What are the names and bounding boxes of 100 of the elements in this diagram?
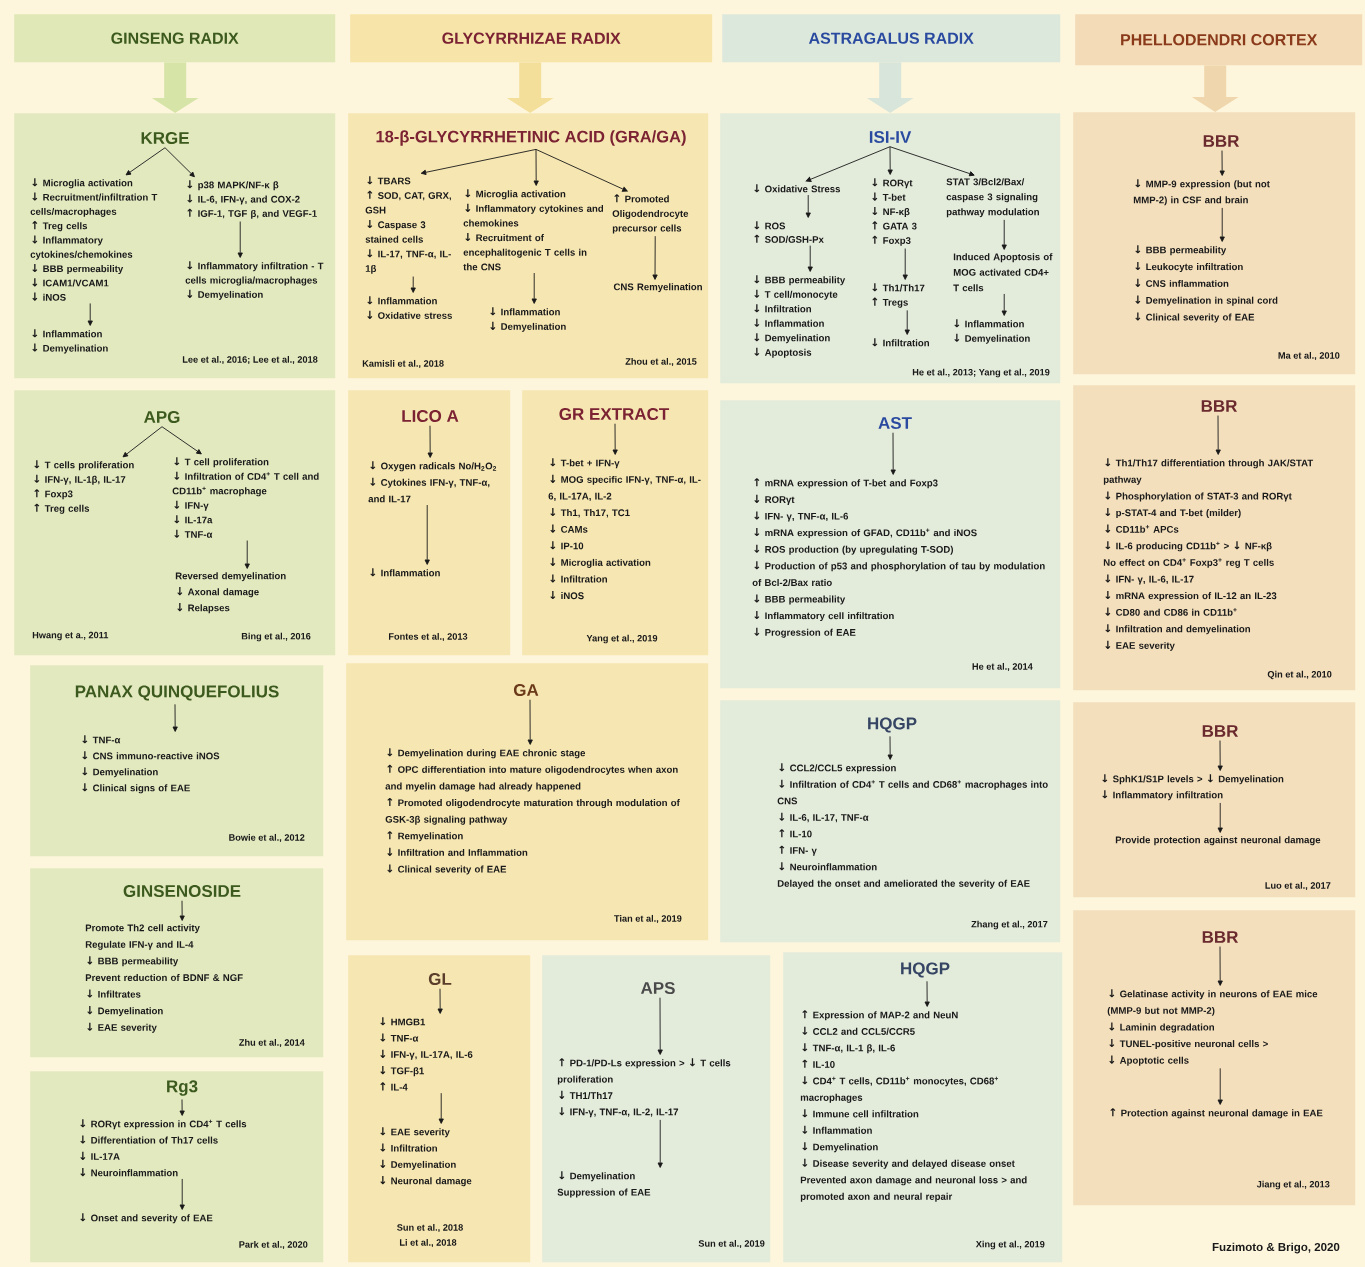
citation: Bing et al., 2016 [241,632,311,642]
citation: Sun et al., 2019 [698,1239,765,1249]
card [720,400,1061,689]
effect-list: ↓ p38 MAPK/NF-κ β ↓ IL-6, IFN-γ, and COX-2 ↑ IGF-1, TGF β, and VEGF-1 [187,180,317,219]
citation: Kamisli et al., 2018 [362,359,444,369]
heading: GR EXTRACT [559,408,670,421]
arrow [427,425,433,458]
arrow [657,1119,663,1168]
effect-list: ↓ ROS ↑ SOD/GSH-Px [754,221,824,243]
citation: Fontes et al., 2013 [389,632,468,642]
column-header: GLYCYRRHIZAE RADIX [350,14,713,63]
citation: He et al., 2014 [972,662,1033,672]
citation: He et al., 2013; Yang et al., 2019 [912,368,1050,378]
heading: BBR [1202,725,1239,737]
heading: ISI-IV [869,131,912,144]
effect-list: ↓ T-bet + IFN-γ ↓ MOG specific IFN-γ, TNF-α, IL-6, IL-17A, IL-2 ↓ Th1, Th17, TC1 ↓ CAMs ↓ IP-10 ↓ Microglia activation ↓ Infiltration ↓ iNOS [548,458,701,600]
effect-list: ↓ Demyelination Suppression of EAE [557,1171,651,1198]
arrow [1219,207,1225,242]
arrow [438,1092,444,1124]
arrow [122,426,163,458]
card [522,390,709,656]
effect-list: ↓ MMP-9 expression (but not MMP-2) in CSF and brain [1133,179,1270,206]
citation: Yang et al., 2019 [586,634,658,644]
heading: LICO A [402,410,459,423]
effect-list: ↓ T cells proliferation ↓ IFN-γ, IL-1β, IL-17 ↑ Foxp3 ↑ Treg cells [34,460,134,514]
citation: Sun et al., 2018 [397,1223,463,1233]
effect-list: ↓ Oxidative Stress [754,184,840,193]
effect-list: ↓ Gelatinase activity in neurons of EAE mice (MMP-9 but not MMP-2) ↓ Laminin degradation ↓ TUNEL-positive neuronal cells > ↓ Apoptotic cells [1107,989,1318,1066]
arrow [179,1099,185,1116]
arrow [535,148,628,192]
card [1073,910,1356,1206]
arrow [161,426,202,455]
effect-list: ↓ HMGB1 ↓ TNF-α ↓ IFN-γ, IL-17A, IL-6 ↓ TGF-β1 ↑ IL-4 [380,1017,473,1091]
heading: GL [428,973,452,986]
effect-list: ↓ Demyelination during EAE chronic stage ↑ OPC differentiation into mature oligodendrocytes when axon and myelin damage had already happened ↑ Promoted oligodendrocyte maturation through modulation of GSK-3β signaling pathway ↑ Remyelination ↓ Infiltration and Inflammation ↓ Clinical severity of EAE [385,748,680,875]
card [14,390,336,656]
arrow [1217,1067,1223,1105]
column-header: ASTRAGALUS RADIX [722,14,1061,63]
column-header: GINSENG RADIX [14,14,336,63]
effect-list: ↓ RORγt expression in CD4$^{+}$ T cells ↓ Differentiation of Th17 cells ↓ IL-17A ↓ Neuroinflammation [80,1119,247,1177]
arrow [612,423,618,455]
arrow [1219,150,1225,176]
citation: Tian et al., 2019 [614,914,682,924]
arrow [1217,946,1223,986]
arrow [890,432,896,475]
effect-list: ↑ Promoted Oligodendrocyte precursor cells [612,194,689,234]
card [348,390,511,656]
effect-list: ↓ CCL2/CCL5 expression ↓ Infiltration of CD4$^{+}$ T cells and CD68$^{+}$ macrophages into CNS ↓ IL-6, IL-17, TNF-α ↑ IL-10 ↑ IFN- γ ↓ Neuroinflammation Delayed the onset and ameliorated the severity of EAE [777,763,1048,889]
effect-list: ↓ T cell proliferation ↓ Infiltration of CD4$^{+}$ T cell and CD11b$^{+}$ macrophage ↓ IFN-γ ↓ IL-17a ↓ TNF-α [172,457,319,538]
effect-list: ↑ Protection against neuronal damage in EAE [1110,1108,1323,1119]
arrow [889,146,975,177]
arrow [125,147,166,176]
arrow [805,194,811,218]
effect-list: ↓ Th1/Th17 ↑ Tregs [872,283,925,308]
card [720,113,1061,384]
citation: Park et al., 2020 [239,1240,308,1250]
effect-list: ↓ SphK1/S1P levels > ↓ Demyelination ↓ Inflammatory infiltration [1102,774,1284,801]
effect-list: ↓ Inflammation ↓ Demyelination [954,319,1030,344]
arrow [533,148,539,186]
arrow [437,988,443,1014]
arrow [1217,802,1223,833]
effect-list: ↓ TNF-α ↓ CNS immuno-reactive iNOS ↓ Demyelination ↓ Clinical signs of EAE [82,735,220,794]
column-header: PHELLODENDRI CORTEX [1075,14,1363,66]
heading: BBR [1201,400,1238,412]
card [348,955,531,1263]
heading: Rg3 [167,1080,198,1096]
effect-list: ↓ Inflammation ↓ Demyelination [490,307,566,332]
effect-list: Promote Th2 cell activity Regulate IFN-γ and IL-4 ↓ BBB permeability Prevent reduction of BDNF & NGF ↓ Infiltrates ↓ Demyelination ↓ EAE severity [85,924,243,1033]
effect-list: ↑ mRNA expression of T-bet and Foxp3 ↓ RORγt ↓ IFN- γ, TNF-α, IL-6 ↓ mRNA expression of GFAD, CD11b$^{+}$ and iNOS ↓ ROS production (by upregulating T-SOD) ↓ Production of p53 and phosphorylation of tau by modulation of Bcl-2/Bax ratio ↓ BBB permeability ↓ Inflammatory cell infiltration ↓ Progression of EAE [752,478,1045,638]
arrow [924,980,930,1007]
card [1073,112,1356,375]
card [1073,385,1356,691]
effect-list: CNS Remyelination [613,283,702,293]
citation: Xing et al., 2019 [975,1240,1045,1250]
heading: GINSENOSIDE [123,885,241,898]
heading: KRGE [141,132,189,145]
effect-list: Provide protection against neuronal damage [1115,836,1321,846]
arrow [244,540,250,569]
card [14,113,336,379]
effect-list: ↓ Oxygen radicals No/H$_{2}$O$_{2}$ ↓ Cytokines IFN-γ, TNF-α, and IL-17 [368,461,497,503]
effect-list: Reversed demyelination ↓ Axonal damage ↓ Relapses [175,572,286,614]
effect-list: ↓ TBARS ↑ SOD, CAT, GRX, GSH ↓ Caspase 3 stained cells ↓ IL-17, TNF-α, IL-1β [365,176,451,274]
effect-list: ↓ Inflammatory infiltration - T cells microglia/macrophages ↓ Demyelination [185,261,324,300]
effect-list: ↓ Inflammation ↓ Demyelination [32,329,108,354]
effect-list: ↓ Inflammation ↓ Oxidative stress [367,296,452,319]
citation: Lee et al., 2016; Lee et al., 2018 [182,355,318,365]
arrow [410,276,416,293]
effect-list: ↓ RORγt ↓ T-bet ↓ NF-κβ ↑ GATA 3 ↑ Foxp3 [872,178,917,246]
arrow [1001,293,1007,316]
card [30,868,324,1058]
citation: Jiang et al., 2013 [1256,1180,1330,1190]
arrow [420,148,537,175]
effect-list: ↓ Th1/Th17 differentiation through JAK/STAT pathway ↓ Phosphorylation of STAT-3 and RORγt ↓ p-STAT-4 and T-bet (milder) ↓ CD11b$^{+}$ APCs ↓ IL-6 producing CD11b$^{+}$ > ↓ NF-κβ No effect on CD4$^{+}$ Foxp3$^{+}$ reg T cells ↓ IFN- γ, IL-6, IL-17 ↓ mRNA expression of IL-12 an IL-23 ↓ CD80 and CD86 in CD11b$^{+}$ ↓ Infiltration and demyelination ↓ EAE severity [1103,458,1314,651]
arrow [424,504,430,565]
citation: Li et al., 2018 [400,1238,457,1248]
arrow [1217,740,1223,771]
citation: Zhang et al., 2017 [971,920,1048,930]
card [346,663,709,941]
arrow [657,997,663,1055]
arrow [179,900,185,921]
